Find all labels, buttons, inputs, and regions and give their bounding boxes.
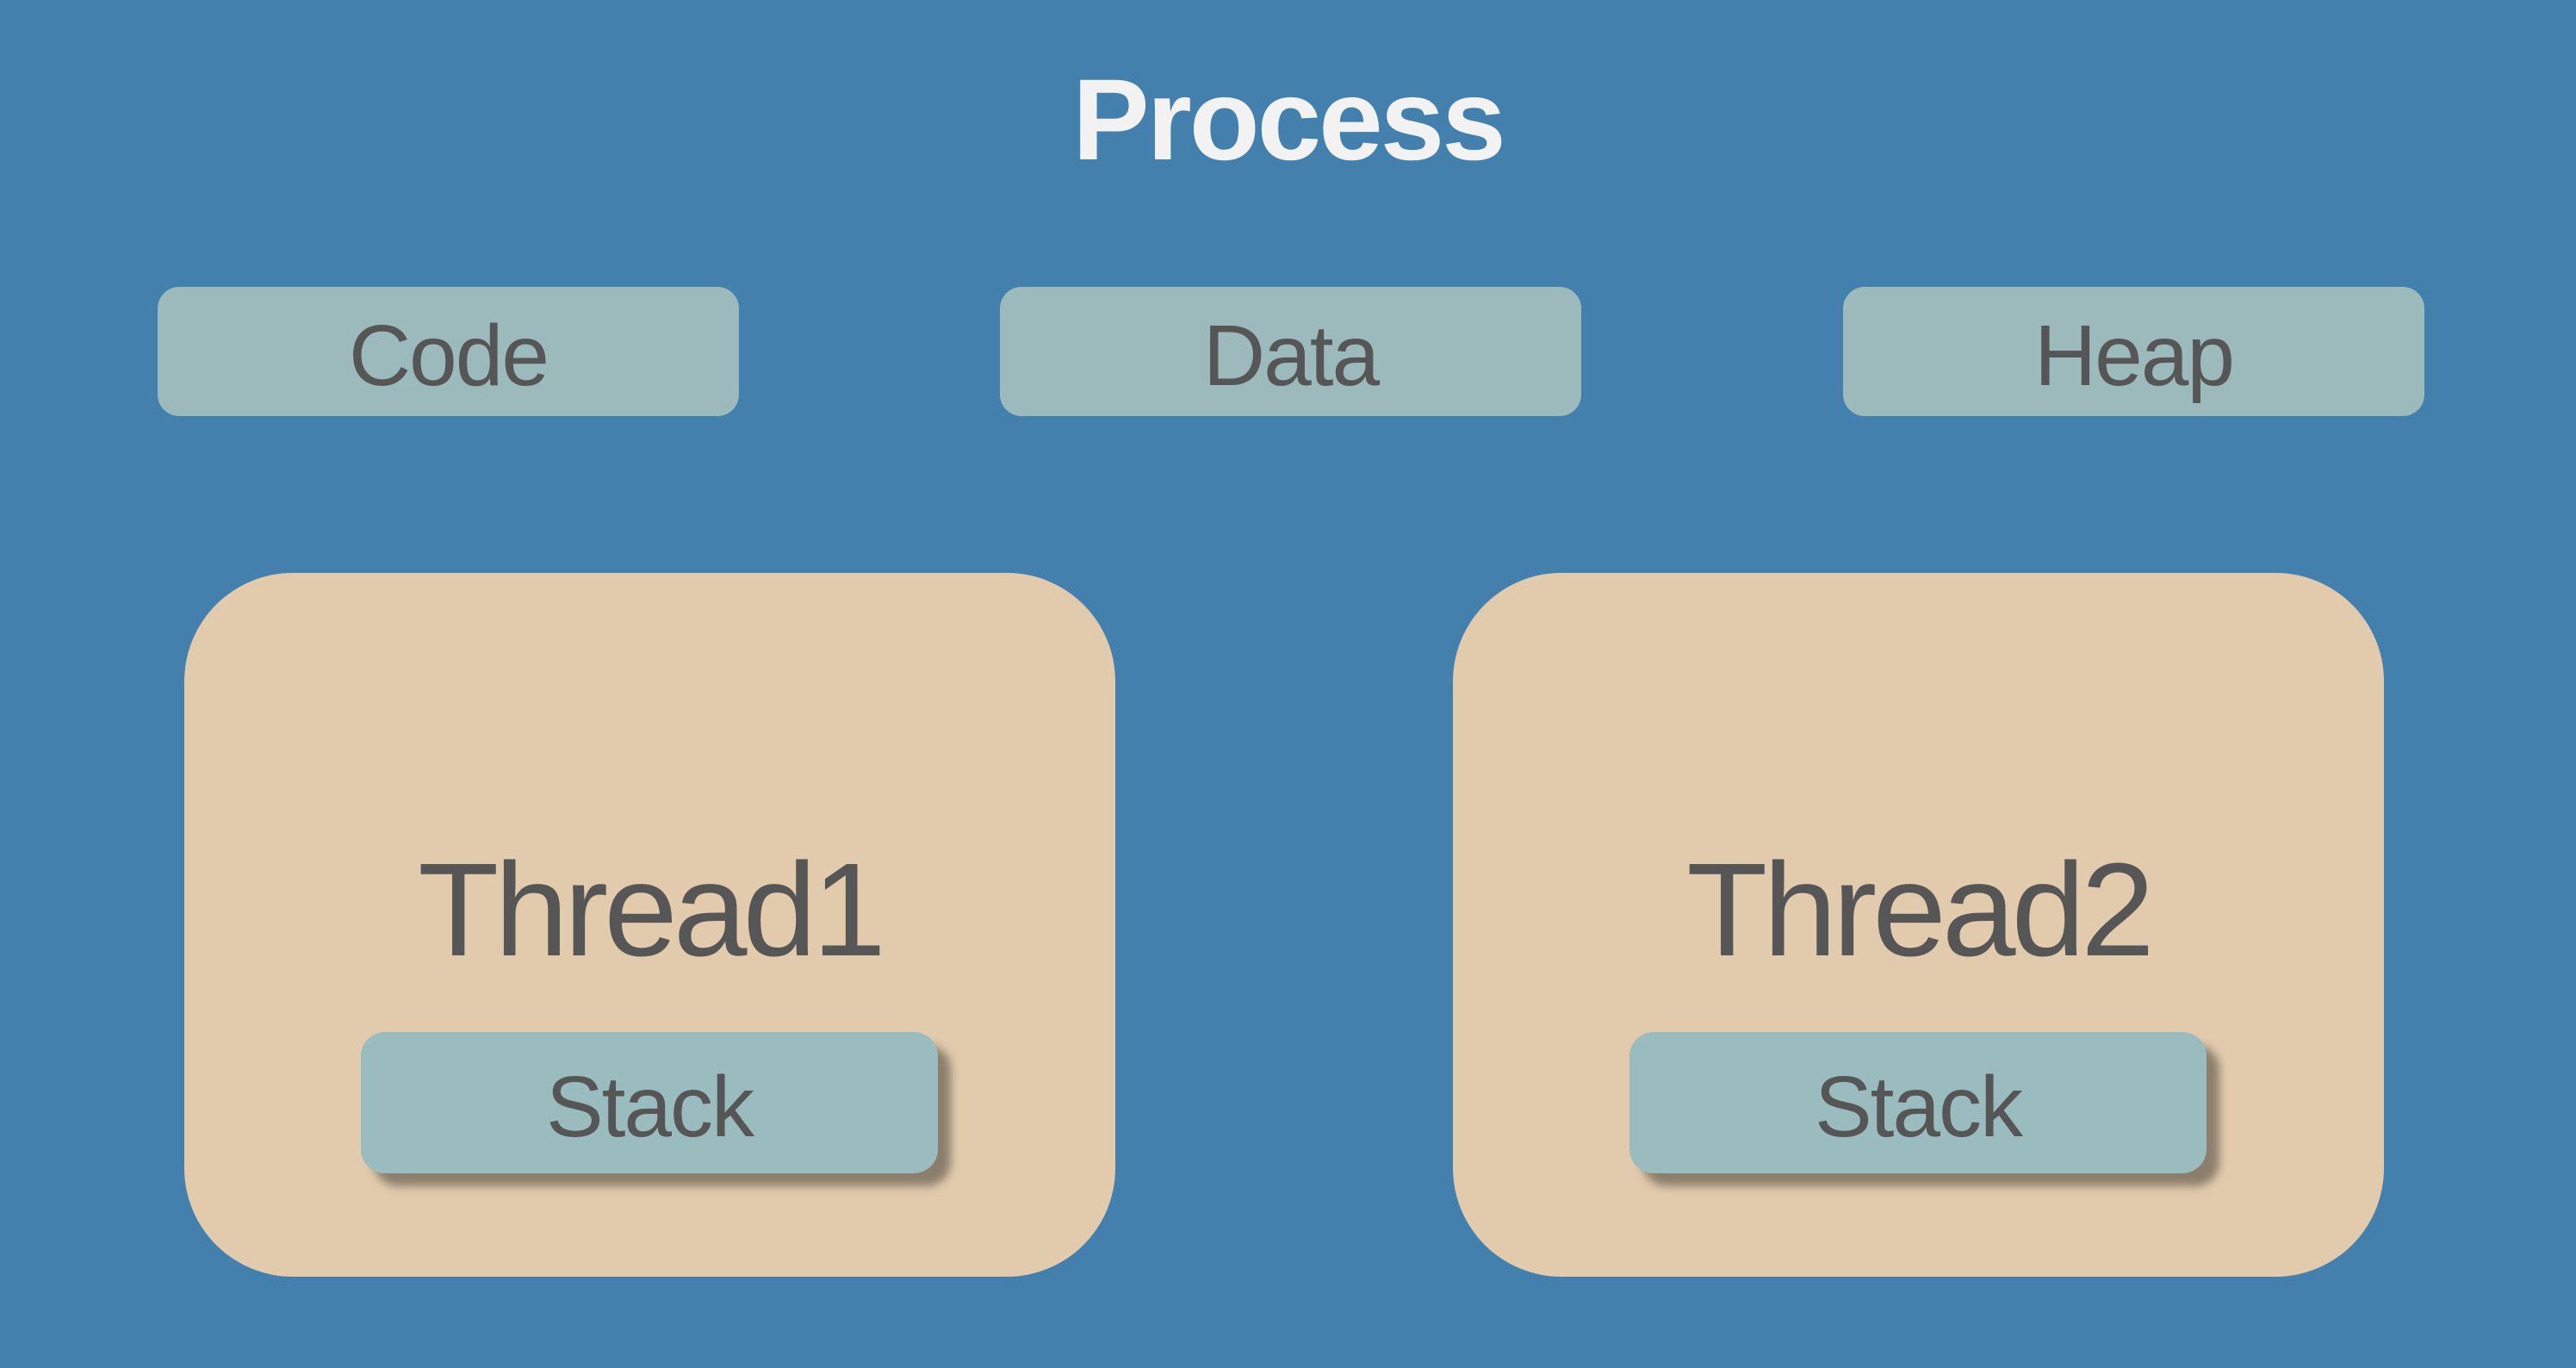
thread1-stack-box: Stack xyxy=(361,1032,938,1173)
heap-segment-label: Heap xyxy=(2033,308,2235,404)
thread2-box: Thread2 Stack xyxy=(1453,573,2384,1277)
code-segment-label: Code xyxy=(348,308,549,404)
thread1-label: Thread1 xyxy=(418,836,886,984)
data-segment-box: Data xyxy=(1000,287,1581,416)
thread1-stack-label: Stack xyxy=(545,1059,754,1155)
process-title: Process xyxy=(1072,56,1505,184)
thread1-box: Thread1 Stack xyxy=(184,573,1115,1277)
thread2-stack-box: Stack xyxy=(1629,1032,2207,1173)
heap-segment-box: Heap xyxy=(1843,287,2424,416)
data-segment-label: Data xyxy=(1202,308,1380,404)
code-segment-box: Code xyxy=(158,287,739,416)
thread2-stack-label: Stack xyxy=(1814,1059,2023,1155)
thread2-label: Thread2 xyxy=(1686,836,2155,984)
